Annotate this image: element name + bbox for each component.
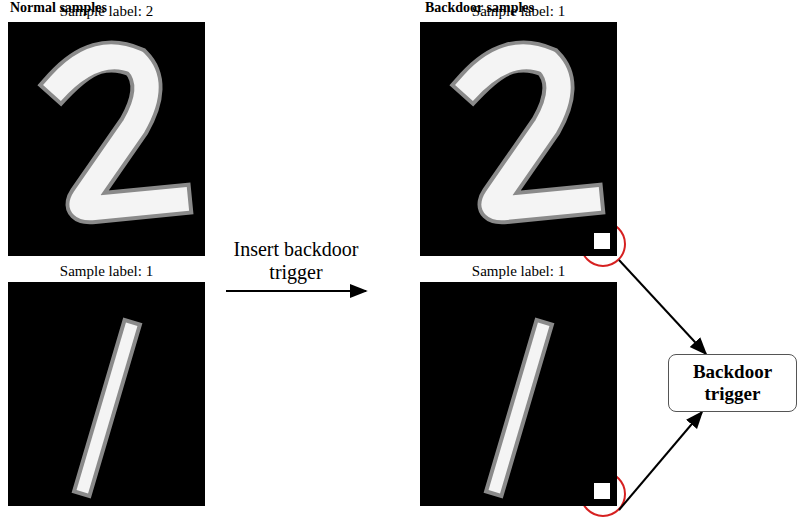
section-heading: Backdoor samples	[425, 0, 534, 16]
sample-image: Sample label: 1	[420, 22, 617, 256]
sample-image: Sample label: 1	[420, 282, 617, 506]
digit-picture	[420, 282, 617, 506]
sample-image: Sample label: 1	[8, 282, 205, 506]
digit-glow	[496, 330, 542, 486]
box-label: Backdoor trigger	[669, 361, 796, 405]
insert-arrow	[226, 290, 366, 292]
sample-label: Sample label: 1	[400, 263, 637, 280]
digit-glow	[60, 56, 176, 208]
digit-stroke	[472, 56, 588, 208]
trigger-square	[593, 232, 611, 250]
connector-arrow	[619, 260, 706, 354]
digit-picture	[8, 22, 205, 256]
arrow-label: Insert backdoor trigger	[211, 238, 381, 284]
digit-picture	[420, 22, 617, 256]
section-heading: Normal samples	[10, 0, 107, 16]
sample-label: Sample label: 1	[0, 263, 225, 280]
digit-stroke	[60, 56, 176, 208]
digit-stroke	[84, 330, 130, 486]
trigger-box: Backdoor trigger	[668, 354, 797, 412]
trigger-square	[593, 482, 611, 500]
digit-glow	[84, 330, 130, 486]
digit-stroke	[496, 330, 542, 486]
digit-picture	[8, 282, 205, 506]
connector-arrow	[619, 412, 702, 510]
sample-image: Sample label: 2	[8, 22, 205, 256]
digit-glow	[472, 56, 588, 208]
